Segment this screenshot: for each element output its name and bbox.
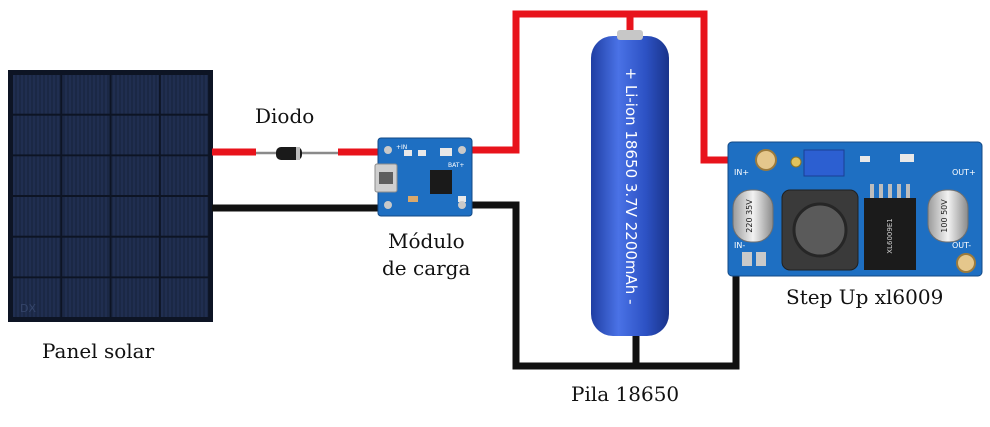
charge-module-pin-out: BAT+ (448, 162, 464, 169)
mounting-hole (956, 253, 976, 273)
battery-printed-text: + Li-ion 18650 3.7V 2200mAh - (622, 68, 640, 305)
solar-cell (111, 75, 159, 114)
charge-module-pin-in: +IN (396, 144, 407, 151)
chip-text: XL6009E1 (886, 218, 894, 253)
solar-cell (160, 156, 209, 195)
solar-cell (111, 197, 159, 236)
solar-cell (62, 197, 110, 236)
pin-label-in-pos: IN+ (734, 168, 749, 177)
battery: + Li-ion 18650 3.7V 2200mAh - (591, 30, 669, 336)
step-up-module: 220 35V XL6009E1 100 50V IN+ IN- OUT+ OU… (727, 141, 983, 277)
pin-label-out-pos: OUT+ (952, 168, 976, 177)
diode-label: Diodo (255, 104, 315, 128)
solar-cell (111, 278, 159, 317)
battery-label: Pila 18650 (571, 382, 680, 406)
smd-part (458, 196, 466, 202)
header-pin (756, 252, 766, 266)
solder-pad (458, 146, 466, 154)
solar-cell (160, 197, 209, 236)
solar-cell (160, 75, 209, 114)
solar-cell (13, 237, 61, 277)
capacitor-left-text: 220 35V (745, 199, 754, 233)
usb-port-opening (379, 172, 393, 184)
solar-cell (62, 156, 110, 195)
pin-label-out-neg: OUT- (952, 241, 971, 250)
solar-cell (62, 115, 110, 155)
solar-cell (13, 115, 61, 155)
smd-part (404, 150, 412, 156)
chip-pin (888, 184, 892, 198)
solar-cell (13, 75, 61, 114)
chip-pin (879, 184, 883, 198)
capacitor-left (732, 189, 774, 243)
xl6009-chip (864, 198, 916, 270)
battery-terminal (617, 30, 643, 40)
chip-pin (870, 184, 874, 198)
smd-part (860, 156, 870, 162)
solar-cell (62, 75, 110, 114)
solar-cell (111, 115, 159, 155)
step-up-label: Step Up xl6009 (786, 285, 944, 309)
solar-cells (13, 75, 209, 317)
solder-pad (384, 146, 392, 154)
solar-cell (13, 278, 61, 317)
chip-pin (897, 184, 901, 198)
battery-body (591, 36, 669, 336)
chip-pin (906, 184, 910, 198)
charge-module: +IN BAT+ (374, 137, 473, 217)
charge-module-label-line2: de carga (382, 256, 471, 280)
solar-cell (62, 278, 110, 317)
smd-part (900, 154, 914, 162)
capacitor-right (927, 189, 969, 243)
solar-cell (111, 237, 159, 277)
solar-cell (160, 115, 209, 155)
solar-panel-watermark: DX (20, 302, 36, 315)
potentiometer-screw (790, 156, 802, 168)
inductor-core (792, 202, 848, 258)
solar-cell (160, 278, 209, 317)
smd-part (418, 150, 426, 156)
solar-cell (13, 156, 61, 195)
charge-ic (430, 170, 452, 194)
wire-module-to-stepup-positive (470, 10, 736, 164)
solder-pad (458, 201, 466, 209)
smd-part (440, 148, 452, 156)
solar-cell (13, 197, 61, 236)
potentiometer (803, 149, 845, 177)
mounting-hole (755, 149, 777, 171)
solder-pad (384, 201, 392, 209)
diode (256, 147, 338, 160)
solar-panel-label: Panel solar (42, 339, 155, 363)
chip-pins (870, 184, 910, 198)
solar-panel: DX (8, 70, 213, 322)
positive-wires (212, 10, 736, 164)
capacitor-right-text: 100 50V (940, 199, 949, 233)
charge-module-label-line1: Módulo (388, 229, 465, 253)
solar-cell (111, 156, 159, 195)
smd-part (408, 196, 418, 202)
pin-label-in-neg: IN- (734, 241, 745, 250)
header-pin (742, 252, 752, 266)
solar-cell (62, 237, 110, 277)
diode-body (276, 147, 302, 160)
diode-band (296, 147, 300, 160)
solar-cell (160, 237, 209, 277)
